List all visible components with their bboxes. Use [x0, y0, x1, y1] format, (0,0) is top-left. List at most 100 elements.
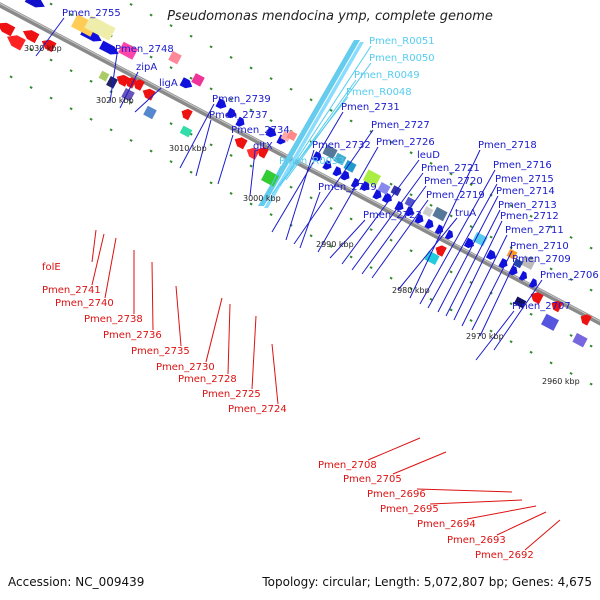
tick-dot-outer [509, 340, 513, 344]
leader-line-forward [285, 149, 315, 241]
tick-dot-outer [269, 213, 273, 217]
reverse-gene-label: Pmen_2708 [318, 460, 377, 471]
backbone-highlight [0, 2, 600, 322]
tick-dot-outer [69, 107, 73, 111]
forward-gene-label: Pmen_2737 [209, 110, 268, 121]
tick-dot-outer [469, 183, 473, 186]
reverse-gene-label: Pmen_2696 [367, 489, 426, 500]
leader-line-reverse [524, 519, 561, 551]
forward-gene-label: Pmen_2721 [421, 163, 480, 174]
forward-gene-label: Pmen_2739 [212, 94, 271, 105]
reverse-gene-label: Pmen_2738 [84, 314, 143, 325]
leader-line-forward [351, 172, 424, 271]
tick-dot-inner [409, 249, 413, 253]
reverse-gene-label: Pmen_2694 [417, 519, 476, 530]
forward-gene [350, 177, 360, 188]
reverse-gene-label: Pmen_2725 [202, 389, 261, 400]
tick-dot-outer [189, 170, 193, 174]
forward-gene-label: Pmen_2714 [496, 186, 555, 197]
tick-dot-inner [249, 164, 253, 168]
forward-gene-label: Pmen_2734 [231, 125, 290, 136]
tick-dot-outer [189, 34, 193, 38]
tick-dot-outer [429, 297, 433, 301]
leader-line-forward [179, 103, 215, 169]
leader-line-forward [445, 209, 501, 317]
tick-dot-outer [169, 24, 173, 28]
tick-label: 3020 kbp [96, 96, 134, 105]
tick-dot-outer [249, 66, 253, 70]
forward-gene [179, 77, 193, 89]
forward-gene [498, 258, 508, 269]
forward-gene-label: Pmen_2723 [363, 210, 422, 221]
forward-gene-box [363, 169, 381, 187]
leader-line-rna [289, 45, 372, 171]
rna-gene-label: Pmen_R0049 [354, 70, 420, 81]
tick-dot-inner [569, 333, 573, 337]
forward-gene [99, 40, 119, 55]
tick-dot-inner [389, 238, 393, 242]
reverse-gene [234, 137, 248, 150]
forward-gene-label: Pmen_2711 [505, 225, 564, 236]
reverse-gene-box [541, 313, 559, 331]
tick-dot-outer [569, 371, 573, 375]
leader-line-forward [35, 17, 65, 57]
leader-line-forward [427, 183, 498, 309]
forward-gene-label: gltX [253, 141, 273, 152]
tick-dot-outer [489, 329, 493, 333]
tick-dot-outer [529, 214, 533, 218]
forward-gene-label: ligA [159, 78, 178, 89]
reverse-gene-label: Pmen_2728 [178, 374, 237, 385]
tick-dot-outer [469, 319, 473, 322]
tick-dot-outer [389, 276, 393, 280]
map-title: Pseudomonas mendocina ymp, complete geno… [167, 9, 493, 24]
tick-dot-outer [249, 202, 253, 206]
reverse-gene-box [513, 296, 527, 309]
tick-dot-inner [409, 193, 413, 197]
leader-line-forward [493, 279, 543, 351]
tick-dot-outer [389, 140, 393, 144]
tick-dot-outer [349, 255, 353, 259]
tick-dot-inner [169, 66, 173, 70]
tick-dot-outer [229, 191, 233, 195]
reverse-gene-label: Pmen_2692 [475, 550, 534, 561]
tick-dot-inner [549, 267, 553, 271]
tick-dot-outer [409, 287, 413, 291]
tick-dot-inner [69, 13, 73, 17]
tick-dot-outer [329, 108, 333, 112]
tick-dot-inner [309, 196, 313, 200]
forward-gene [332, 166, 342, 177]
leader-line-forward [134, 87, 162, 113]
forward-gene-label: Pmen_2731 [341, 102, 400, 113]
forward-gene-box [71, 14, 97, 37]
leader-line-forward [293, 129, 374, 245]
forward-gene-label: Pmen_2720 [424, 176, 483, 187]
forward-gene-box [343, 160, 357, 173]
tick-dot-outer [349, 119, 353, 123]
tick-dot-outer [449, 308, 453, 312]
reverse-gene [22, 30, 40, 44]
leader-line-forward [475, 310, 515, 361]
forward-gene-label: Pmen_2713 [498, 200, 557, 211]
tick-dot-inner [489, 235, 493, 239]
tick-label: 3000 kbp [243, 194, 281, 203]
reverse-gene [142, 88, 156, 101]
reverse-gene-box [424, 250, 440, 265]
tick-dot-outer [209, 181, 213, 185]
tick-dot-outer [169, 160, 173, 164]
forward-gene-box [168, 50, 182, 65]
tick-dot-outer [589, 382, 593, 386]
tick-dot-outer [289, 87, 293, 91]
forward-gene [360, 181, 370, 191]
tick-dot-outer [529, 350, 533, 354]
tick-dot-inner [449, 214, 453, 218]
leader-line-rna [261, 165, 282, 205]
tick-dot-inner [249, 108, 253, 112]
tick-label: 2970 kbp [466, 332, 504, 341]
leader-line-reverse [91, 233, 105, 286]
tick-dot-outer [9, 75, 13, 79]
tick-dot-outer [149, 13, 153, 17]
forward-gene-label: Pmen_2726 [376, 137, 435, 148]
genome-summary-text: Topology: circular; Length: 5,072,807 bp… [262, 575, 592, 589]
forward-gene [485, 249, 496, 260]
